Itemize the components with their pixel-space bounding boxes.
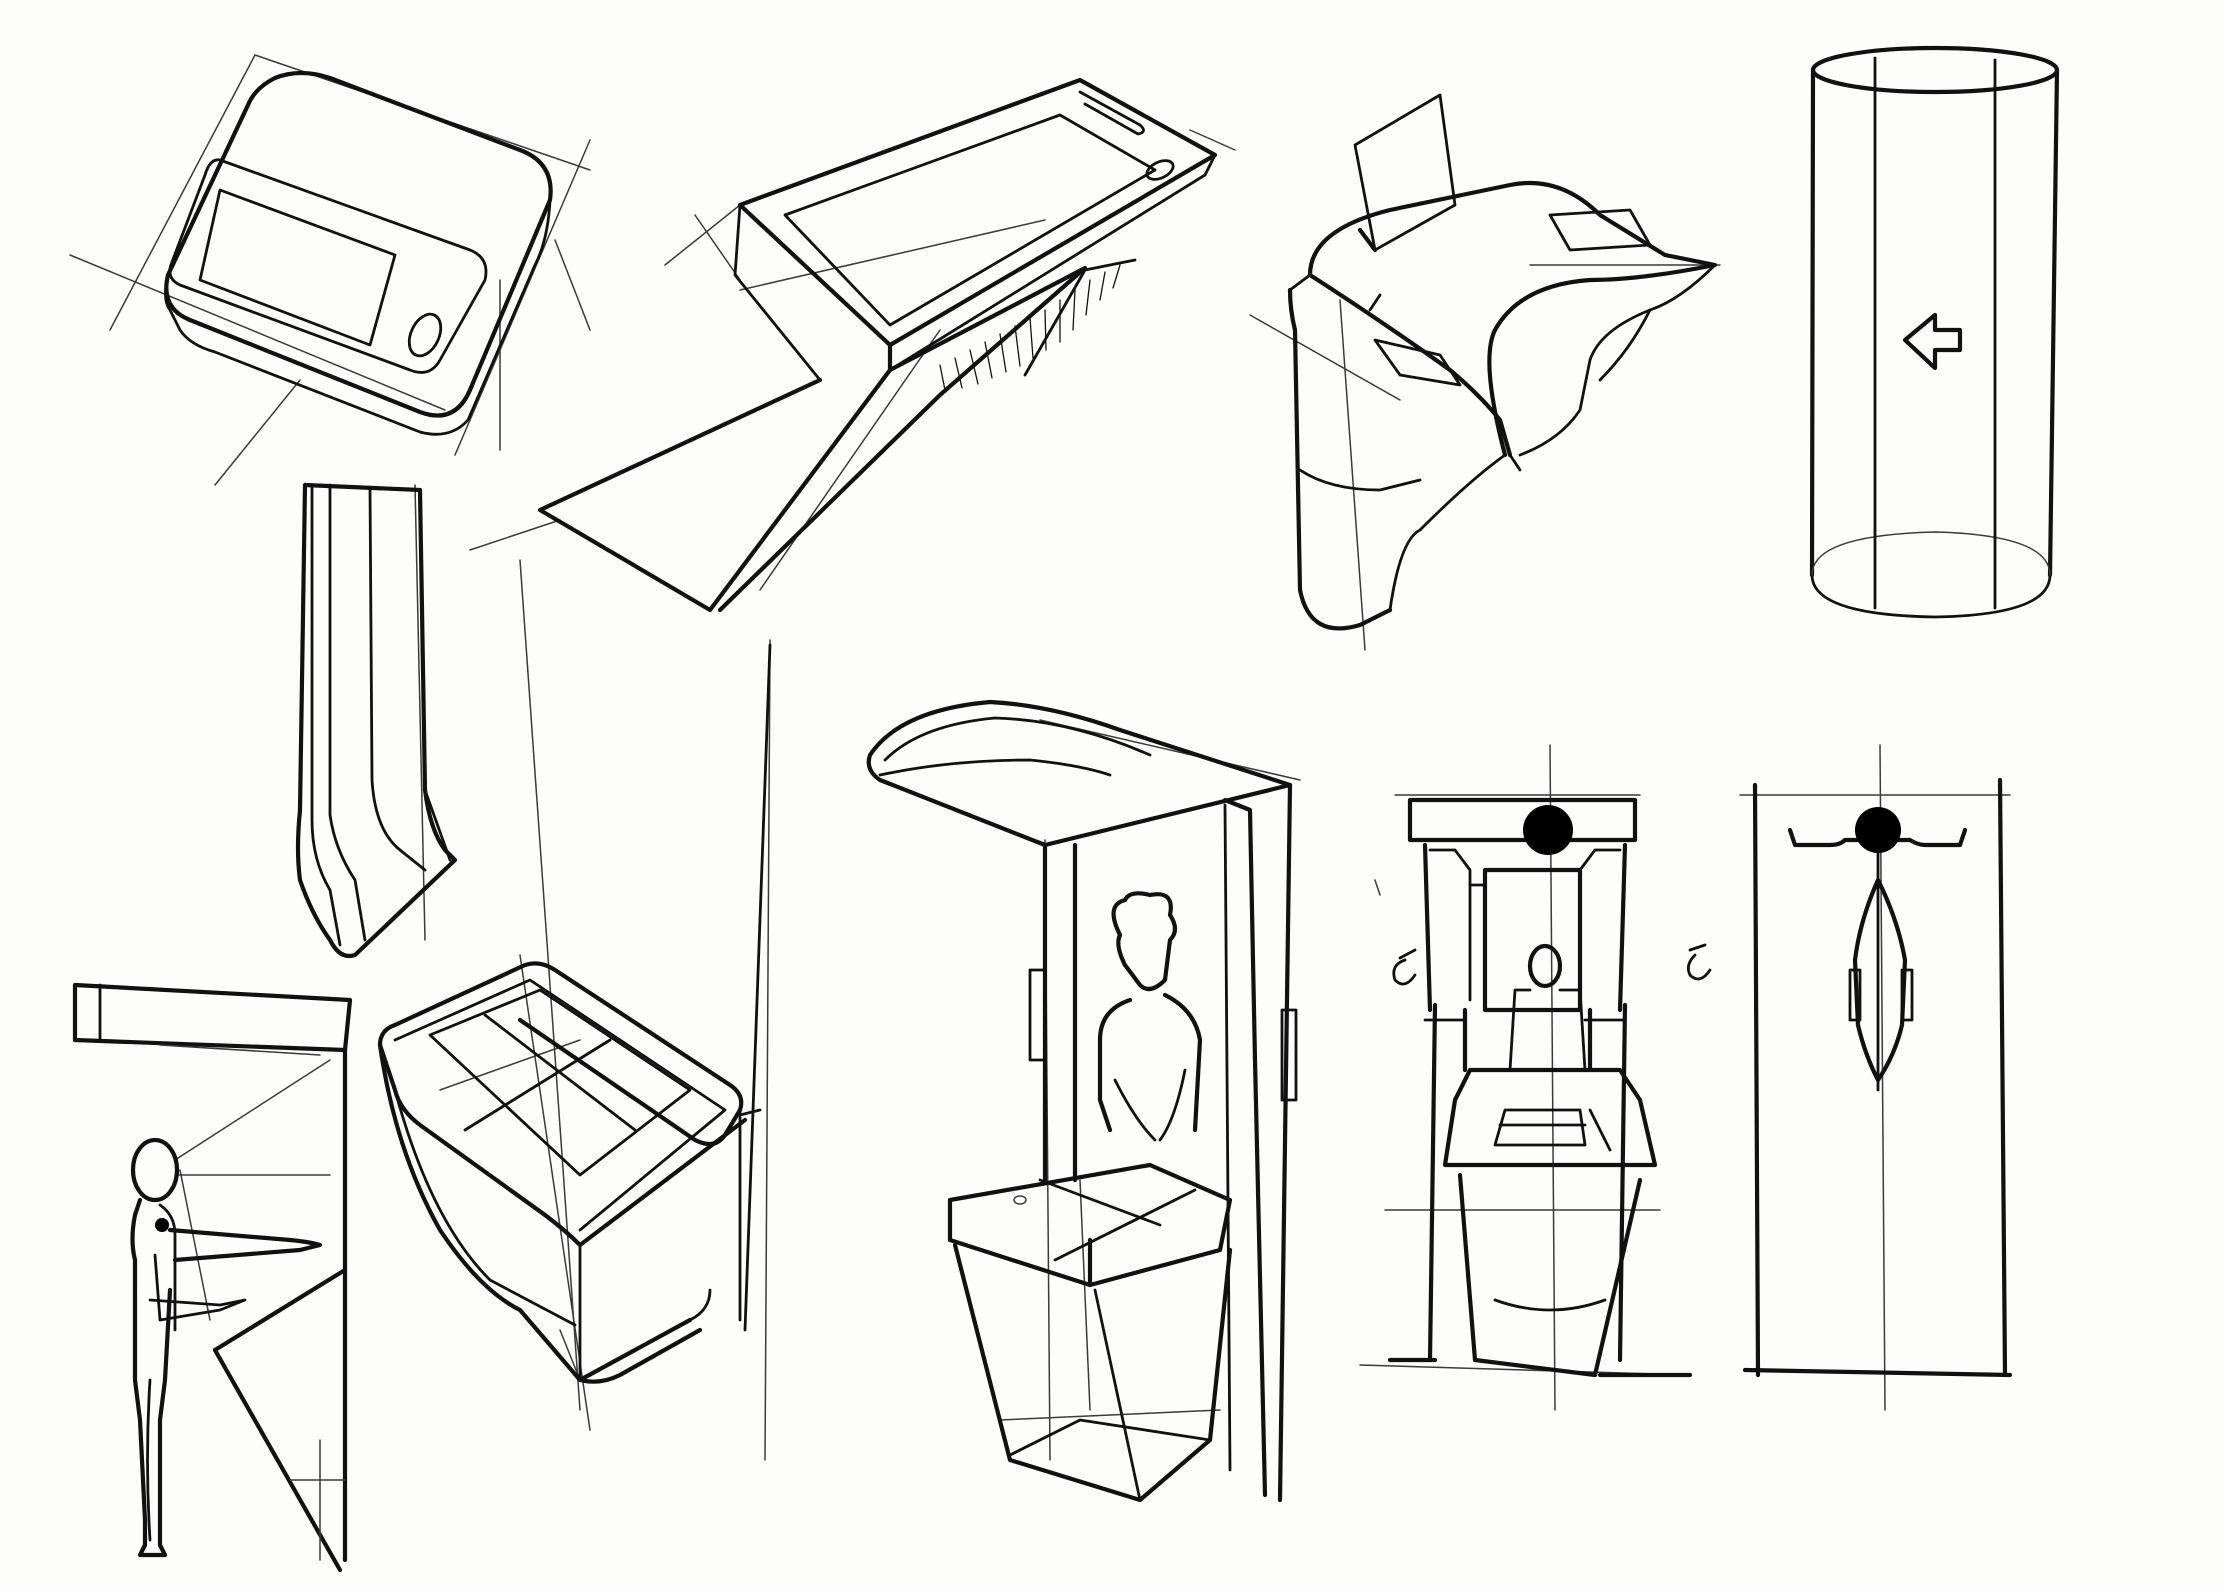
person-head (130, 1137, 180, 1203)
sketch-person-projection-wall (72, 982, 353, 1573)
sketch-frontal-kiosk (1359, 744, 1712, 1411)
rotate-arrow-right-icon (1686, 943, 1712, 981)
sketch-cylinder-with-arrow (1809, 45, 2060, 619)
sketch-box-kiosk (377, 559, 772, 1461)
sketch-canopy-booth (866, 699, 1301, 1503)
left-arrow-icon (1902, 312, 1963, 371)
sketch-curved-counter-kiosk (1249, 93, 1721, 651)
rotate-arrow-left-icon (1392, 948, 1417, 986)
sketch-slim-column (295, 482, 458, 959)
sketch-tilted-screen-stand (469, 77, 1236, 613)
sketch-handheld-device (69, 54, 591, 486)
sketch-tall-panel (1739, 744, 2013, 1411)
sketch-hatch-shadow (939, 264, 1121, 391)
